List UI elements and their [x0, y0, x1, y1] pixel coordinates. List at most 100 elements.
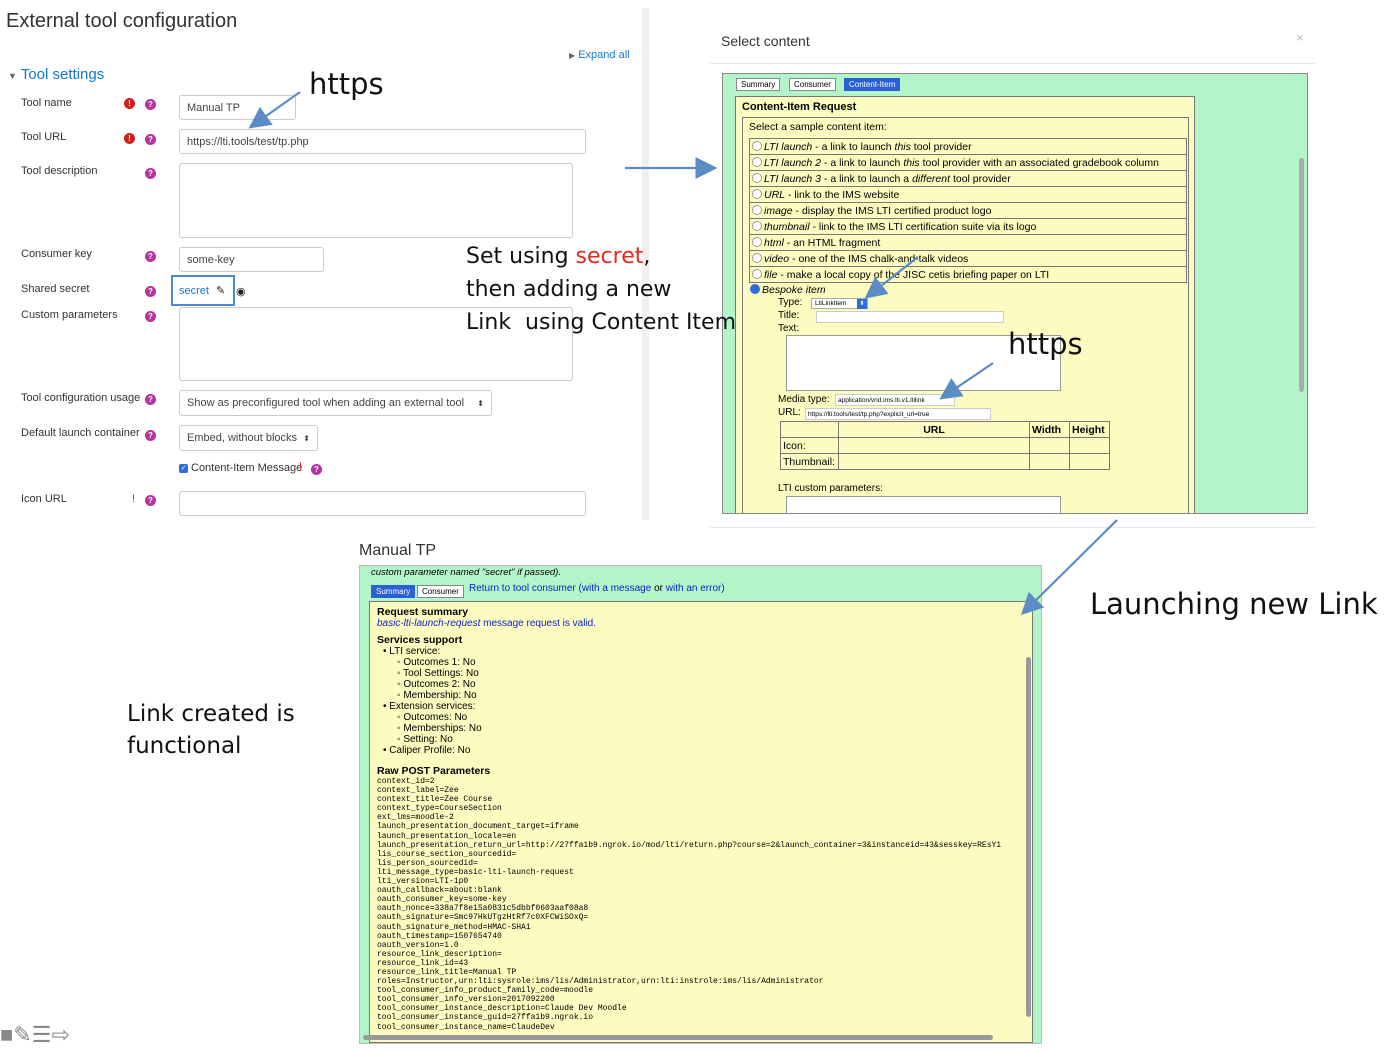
- consumer-key-label: Consumer key: [21, 248, 92, 260]
- tab-summary[interactable]: Summary: [736, 78, 781, 91]
- close-icon[interactable]: ×: [1296, 30, 1304, 45]
- raw-param: context_type=CourseSection: [377, 804, 502, 814]
- dialog-divider: [710, 63, 1315, 64]
- annotation-line-1: Set using secret,: [466, 240, 736, 273]
- item-name: html: [764, 236, 784, 249]
- raw-param: tool_consumer_info_product_family_code=m…: [377, 986, 594, 996]
- expand-all-link[interactable]: ▶ Expand all: [569, 49, 630, 61]
- required-icon: !: [124, 98, 135, 109]
- item-name: file: [764, 268, 778, 281]
- service-text: Outcomes 2: No: [403, 679, 476, 690]
- radio-icon[interactable]: [752, 252, 762, 263]
- frame-scrollbar[interactable]: [1299, 158, 1304, 392]
- raw-param: tool_consumer_instance_guid=27ffa1b9.ngr…: [377, 1013, 594, 1023]
- required-icon: !: [124, 133, 135, 144]
- icon-url-input[interactable]: [179, 491, 586, 516]
- url-input[interactable]: https://lti.tools/test/tp.php?explicit_u…: [805, 408, 991, 420]
- raw-param: launch_presentation_locale=en: [377, 831, 517, 841]
- return-links: Return to tool consumer (with a message …: [469, 583, 725, 594]
- help-icon[interactable]: ?: [145, 99, 156, 110]
- arrow-to-type: [864, 256, 919, 299]
- service-item: ◦ Setting: No: [377, 734, 482, 745]
- service-item: • Extension services:: [377, 701, 482, 712]
- help-icon[interactable]: ?: [145, 168, 156, 179]
- radio-icon[interactable]: [752, 172, 762, 183]
- service-item: ◦ Outcomes: No: [377, 712, 482, 723]
- bullet-icon: ◦: [397, 712, 404, 723]
- raw-param: oauth_consumer_key=some-key: [377, 895, 507, 905]
- text-textarea[interactable]: [786, 335, 1061, 391]
- bullet-icon: ◦: [397, 723, 404, 734]
- service-text: Caliper Profile: No: [389, 745, 471, 756]
- item-desc: - one of the IMS chalk-and-talk videos: [789, 252, 969, 265]
- thumb-height-cell[interactable]: [1069, 453, 1110, 470]
- radio-icon[interactable]: [752, 236, 762, 247]
- scrollbar-horizontal[interactable]: [363, 1035, 993, 1040]
- or-text: or: [651, 583, 666, 594]
- radio-icon[interactable]: [752, 268, 762, 279]
- section-header-tool-settings[interactable]: ▼ Tool settings: [8, 66, 104, 83]
- tab-consumer[interactable]: Consumer: [417, 585, 464, 598]
- tab-summary[interactable]: Summary: [371, 585, 416, 598]
- services-list: • LTI service:◦ Outcomes 1: No◦ Tool Set…: [377, 646, 482, 756]
- media-type-input[interactable]: application/vnd.ims.lti.v1.ltilink: [835, 394, 955, 406]
- help-icon[interactable]: ?: [145, 430, 156, 441]
- panel-divider: [642, 8, 649, 520]
- scrollbar-vertical[interactable]: [1026, 657, 1031, 1017]
- content-item-checkbox[interactable]: ✓: [179, 464, 188, 473]
- help-icon[interactable]: ?: [145, 495, 156, 506]
- raw-param: lis_person_sourcedid=: [377, 858, 478, 868]
- valid-message: basic-lti-launch-request message request…: [377, 618, 596, 629]
- pen-icon[interactable]: ✎: [13, 1022, 32, 1047]
- help-icon[interactable]: ?: [311, 464, 322, 475]
- tool-url-input[interactable]: https://lti.tools/test/tp.php: [179, 129, 586, 154]
- bespoke-item-row[interactable]: Bespoke item: [750, 284, 826, 296]
- consumer-key-input[interactable]: some-key: [179, 247, 324, 272]
- arrow-right-icon[interactable]: ⇨: [51, 1022, 70, 1047]
- with-message-link[interactable]: with a message: [581, 583, 652, 594]
- custom-params-textarea[interactable]: [786, 496, 1061, 513]
- square-icon[interactable]: ■: [0, 1022, 14, 1047]
- title-input[interactable]: [816, 311, 1004, 323]
- help-icon[interactable]: ?: [145, 251, 156, 262]
- content-item-cell[interactable]: file - make a local copy of the JISC cet…: [749, 266, 1187, 283]
- tool-config-usage-select[interactable]: Show as preconfigured tool when adding a…: [179, 390, 492, 416]
- bullet-icon: •: [383, 701, 390, 712]
- eye-icon[interactable]: ◉: [236, 286, 246, 298]
- tab-content-item[interactable]: Content-Item: [844, 78, 901, 91]
- tool-description-textarea[interactable]: [179, 163, 573, 238]
- help-icon[interactable]: ?: [145, 286, 156, 297]
- radio-icon[interactable]: [752, 204, 762, 215]
- radio-icon[interactable]: [752, 140, 762, 151]
- content-item-row[interactable]: file - make a local copy of the JISC cet…: [749, 266, 1187, 283]
- url-label: URL:: [778, 407, 801, 418]
- content-frame: Summary Consumer Content-Item Content-It…: [722, 73, 1308, 514]
- type-select[interactable]: LtiLinkItem ⬍: [811, 298, 868, 309]
- raw-heading: Raw POST Parameters: [377, 765, 491, 777]
- message-type-link[interactable]: basic-lti-launch-request: [377, 618, 481, 629]
- help-icon[interactable]: ?: [145, 134, 156, 145]
- with-error-link[interactable]: with an error: [665, 583, 722, 594]
- custom-parameters-textarea[interactable]: [179, 307, 573, 381]
- bullet-icon: ◦: [397, 734, 404, 745]
- raw-param: oauth_signature_method=HMAC-SHA1: [377, 922, 531, 932]
- select-arrows-icon: ⬍: [857, 299, 867, 309]
- tab-consumer[interactable]: Consumer: [789, 78, 836, 91]
- help-icon[interactable]: ?: [145, 394, 156, 405]
- shared-secret-field[interactable]: secret ✎: [171, 275, 235, 306]
- radio-icon[interactable]: [752, 220, 762, 231]
- help-icon[interactable]: ?: [145, 311, 156, 322]
- return-link[interactable]: Return to tool consumer (: [469, 583, 582, 594]
- item-name: video: [764, 252, 790, 265]
- item-desc: - a link to launch a: [821, 172, 913, 185]
- pencil-icon[interactable]: ✎: [216, 285, 226, 297]
- radio-icon[interactable]: [752, 156, 762, 167]
- radio-icon[interactable]: [752, 188, 762, 199]
- default-launch-select[interactable]: Embed, without blocks ⬍: [179, 425, 318, 451]
- radio-selected-icon[interactable]: [750, 284, 760, 294]
- bullet-icon: ◦: [397, 690, 404, 701]
- select-arrows-icon: ⬍: [303, 433, 310, 443]
- menu-icon[interactable]: ☰: [31, 1022, 52, 1047]
